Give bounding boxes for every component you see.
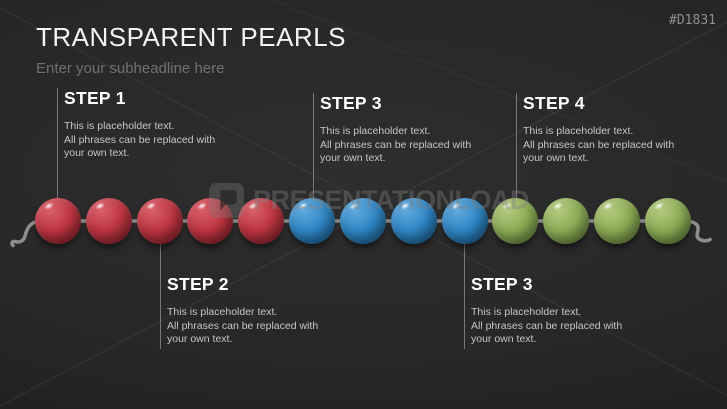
slide-code: #D1831 [669,13,716,28]
presentationload-logo-icon [209,183,244,218]
step-title: STEP 2 [167,274,229,294]
step-text-line: All phrases can be replaced with [64,133,216,146]
step-text-line: This is placeholder text. [167,306,278,318]
connector-line-step3-top [313,93,314,221]
step-title: STEP 4 [523,93,585,113]
step-text-line: All phrases can be replaced with [471,319,623,332]
step-block-1: STEP 1 This is placeholder text. All phr… [64,88,239,161]
step-text-line: This is placeholder text. [523,125,634,137]
pearl-red [238,198,285,244]
step-text-line: All phrases can be replaced with [167,319,319,332]
string-curl-left [10,219,42,248]
slide-subheadline: Enter your subheadline here [36,60,225,77]
step-text-line: All phrases can be replaced with [523,138,675,151]
step-block-3-top: STEP 3 This is placeholder text. All phr… [320,93,495,166]
pearl-red [85,198,132,244]
pearl-red [136,198,183,244]
step-text-line: your own text. [320,152,386,164]
step-title: STEP 3 [471,274,533,294]
step-title: STEP 1 [64,88,126,108]
pearl-blue [441,198,488,244]
step-text-line: This is placeholder text. [471,306,582,318]
pearl-red [35,198,81,244]
connector-line-step1 [57,88,58,221]
pearl-green [492,198,539,244]
header: TRANSPARENT PEARLS Enter your subheadlin… [36,22,346,77]
connector-line-step4 [516,93,517,221]
step-block-2: STEP 2 This is placeholder text. All phr… [167,274,342,347]
pearl-green [644,198,691,244]
pearl-blue [339,198,386,244]
connector-line-step3-bottom [464,221,465,349]
step-text-line: This is placeholder text. [64,120,175,132]
pearl-blue [390,198,437,244]
step-text-line: your own text. [523,152,589,164]
pearl-green [543,198,590,244]
step-title: STEP 3 [320,93,382,113]
pearl-green [594,198,641,244]
step-block-3-bottom: STEP 3 This is placeholder text. All phr… [471,274,646,347]
step-text-line: your own text. [471,333,537,345]
slide-title: TRANSPARENT PEARLS [36,22,347,52]
pearl-red [187,198,234,244]
step-text-line: your own text. [64,147,130,159]
connector-line-step2 [160,221,161,349]
watermark-text: PRESENTATIONLOAD [253,185,530,215]
step-block-4: STEP 4 This is placeholder text. All phr… [523,93,698,166]
step-text-line: your own text. [167,333,233,345]
step-text-line: All phrases can be replaced with [320,138,472,151]
string-curl-right [684,219,712,243]
step-text-line: This is placeholder text. [320,125,431,137]
watermark: PRESENTATIONLOAD [208,182,530,219]
pearl-blue [289,198,336,244]
